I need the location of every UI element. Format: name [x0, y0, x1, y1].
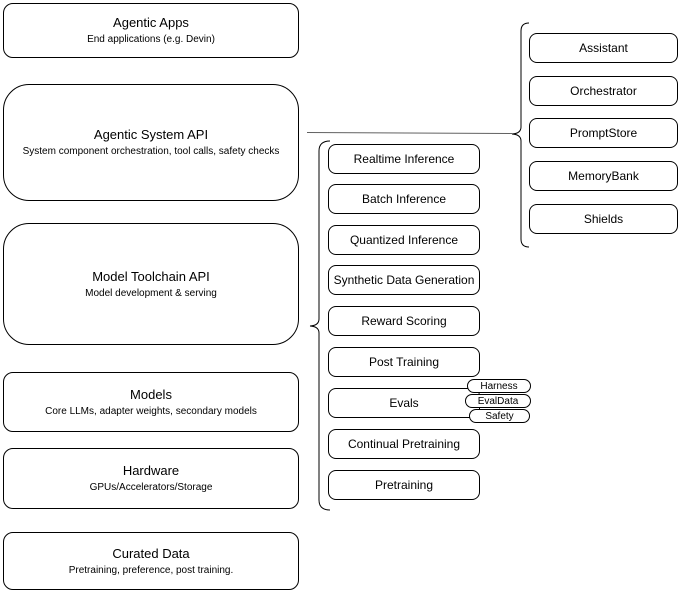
layer-subtitle: End applications (e.g. Devin) — [87, 34, 215, 45]
component-orchestrator: Orchestrator — [529, 76, 678, 106]
toolchain-item-evals: Evals — [328, 388, 480, 418]
toolchain-item-realtime-inference: Realtime Inference — [328, 144, 480, 174]
toolchain-item-reward-scoring: Reward Scoring — [328, 306, 480, 336]
layer-title: Agentic Apps — [113, 15, 189, 30]
layer-subtitle: System component orchestration, tool cal… — [22, 146, 280, 157]
toolchain-item-batch-inference: Batch Inference — [328, 184, 480, 214]
layer-title: Models — [130, 386, 172, 402]
toolchain-bracket — [309, 140, 331, 511]
toolchain-item-pretraining: Pretraining — [328, 470, 480, 500]
toolchain-item-quantized-inference: Quantized Inference — [328, 225, 480, 255]
layer-title: Model Toolchain API — [92, 268, 210, 284]
layer-agentic-system-api: Agentic System API System component orch… — [3, 84, 299, 201]
system-components-bracket — [511, 22, 530, 248]
eval-tag-evaldata: EvalData — [465, 394, 531, 408]
toolchain-item-continual-pretraining: Continual Pretraining — [328, 429, 480, 459]
layer-agentic-apps: Agentic Apps End applications (e.g. Devi… — [3, 3, 299, 58]
component-promptstore: PromptStore — [529, 118, 678, 148]
layer-subtitle: GPUs/Accelerators/Storage — [89, 482, 213, 493]
layer-subtitle: Pretraining, preference, post training. — [68, 564, 234, 576]
eval-tag-safety: Safety — [469, 409, 530, 423]
component-assistant: Assistant — [529, 33, 678, 63]
layer-title: Hardware — [122, 463, 180, 478]
layer-model-toolchain-api: Model Toolchain API Model development & … — [3, 223, 299, 345]
layer-models: Models Core LLMs, adapter weights, secon… — [3, 372, 299, 432]
component-shields: Shields — [529, 204, 678, 234]
layer-curated-data: Curated Data Pretraining, preference, po… — [3, 532, 299, 590]
agentic-system-api-connector-line — [306, 132, 513, 134]
component-memorybank: MemoryBank — [529, 161, 678, 191]
layer-subtitle: Core LLMs, adapter weights, secondary mo… — [45, 405, 257, 417]
toolchain-item-synthetic-data-generation: Synthetic Data Generation — [328, 265, 480, 295]
layer-hardware: Hardware GPUs/Accelerators/Storage — [3, 448, 299, 509]
layer-title: Curated Data — [112, 545, 190, 561]
layer-subtitle: Model development & serving — [85, 287, 217, 299]
layer-title: Agentic System API — [93, 127, 209, 142]
toolchain-item-post-training: Post Training — [328, 347, 480, 377]
eval-tag-harness: Harness — [467, 379, 531, 393]
